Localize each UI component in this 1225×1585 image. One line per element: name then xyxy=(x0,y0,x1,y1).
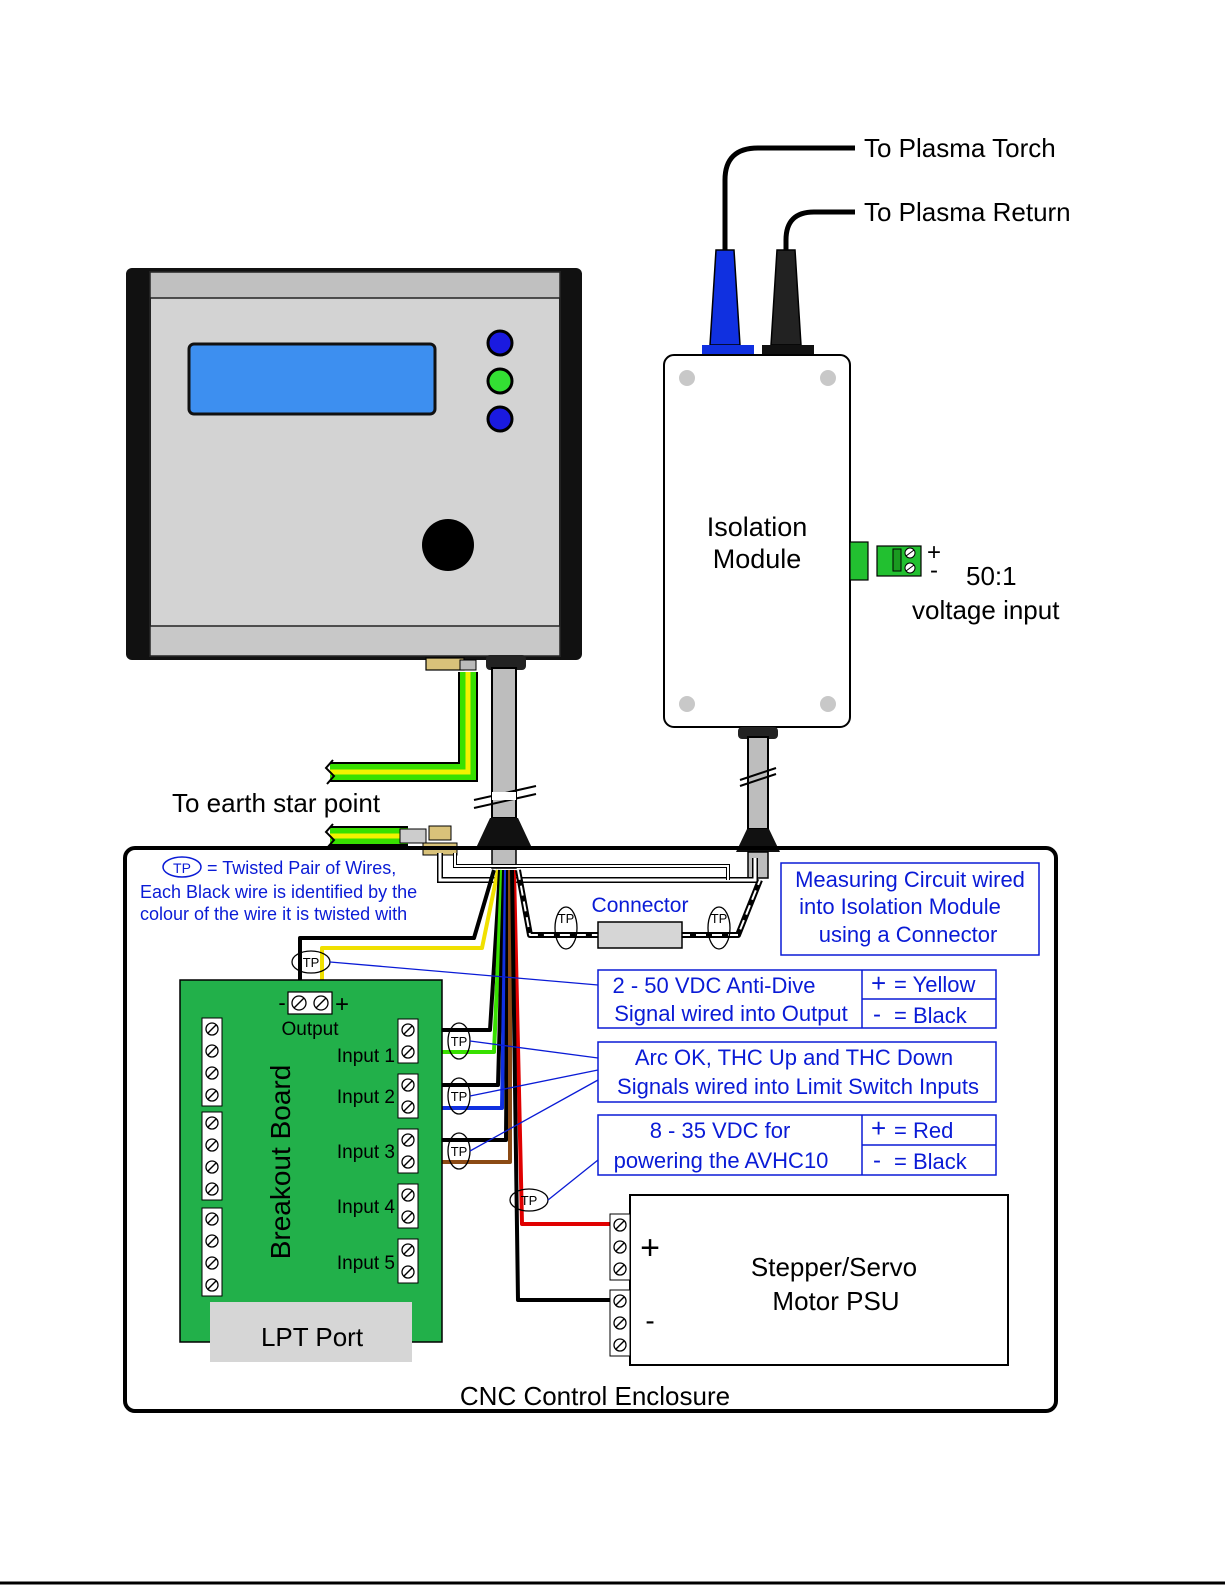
antidive-note: 2 - 50 VDC Anti-Dive Signal wired into O… xyxy=(597,968,997,1029)
psu-label-1: Stepper/Servo xyxy=(751,1252,917,1282)
blue-button-top[interactable] xyxy=(486,329,514,357)
input3-label: Input 3 xyxy=(337,1142,395,1163)
to-earth-star-point-label: To earth star point xyxy=(172,788,381,818)
tp-marker-input3: TP xyxy=(451,1144,468,1159)
measuring-line1: Measuring Circuit wired xyxy=(795,867,1025,892)
antidive-plus-text: = Yellow xyxy=(894,972,975,997)
voltage-input-minus: - xyxy=(930,557,938,584)
measuring-line3: using a Connector xyxy=(819,922,998,947)
tp-marker-power: TP xyxy=(521,1193,538,1208)
earth-cable-upper xyxy=(324,672,478,785)
input5-label: Input 5 xyxy=(337,1253,395,1274)
antidive-line2: Signal wired into Output xyxy=(614,1001,848,1026)
input2-label: Input 2 xyxy=(337,1087,395,1108)
voltage-input-plus: + xyxy=(927,539,941,566)
to-plasma-torch-label: To Plasma Torch xyxy=(864,133,1056,163)
breakout-board-label: Breakout Board xyxy=(265,1065,296,1260)
voltage-input-connector: + - xyxy=(849,539,941,584)
breakout-board: LPT Port Breakout Board - + Output xyxy=(179,979,443,1362)
power-note: 8 - 35 VDC for powering the AVHC10 + = R… xyxy=(597,1113,997,1176)
cnc-control-enclosure xyxy=(123,846,1058,1413)
arc-ok-note: Arc OK, THC Up and THC Down Signals wire… xyxy=(597,1041,997,1103)
psu-minus: - xyxy=(645,1305,654,1336)
blue-button-bottom[interactable] xyxy=(486,405,514,433)
tp-legend-line1: = Twisted Pair of Wires, xyxy=(207,858,396,878)
tp-marker-output: TP xyxy=(303,955,320,970)
tp-legend-line3: colour of the wire it is twisted with xyxy=(140,904,407,924)
output-minus: - xyxy=(278,990,285,1015)
isolation-module: Isolation Module xyxy=(663,354,851,728)
tp-marker-connector-left: TP xyxy=(558,911,575,926)
plasma-leads xyxy=(702,145,855,355)
power-plus-sign: + xyxy=(871,1113,886,1143)
isolation-module-label-2: Module xyxy=(713,544,802,574)
input1-label: Input 1 xyxy=(337,1046,395,1067)
voltage-ratio-label: 50:1 xyxy=(966,561,1017,591)
arc-line1: Arc OK, THC Up and THC Down xyxy=(635,1045,953,1070)
tp-legend-line2: Each Black wire is identified by the xyxy=(140,882,417,902)
power-line1: 8 - 35 VDC for xyxy=(650,1118,791,1143)
power-plus-text: = Red xyxy=(894,1118,953,1143)
connector-label: Connector xyxy=(592,894,689,917)
antidive-minus-text: = Black xyxy=(894,1003,968,1028)
signal-wires xyxy=(298,869,763,1302)
cnc-enclosure-label: CNC Control Enclosure xyxy=(460,1381,730,1411)
isolation-module-cable xyxy=(736,727,780,879)
green-button[interactable] xyxy=(486,367,514,395)
annotation-leaders xyxy=(329,961,599,1201)
motor-psu: + - Stepper/Servo Motor PSU xyxy=(609,1194,1009,1366)
psu-plus: + xyxy=(640,1229,660,1267)
tp-legend-symbol: TP xyxy=(173,860,191,876)
antidive-minus-sign: - xyxy=(873,1001,881,1028)
input4-label: Input 4 xyxy=(337,1197,396,1218)
earth-cable-lower xyxy=(324,823,458,856)
psu-label-2: Motor PSU xyxy=(772,1286,899,1316)
controller-unit xyxy=(126,268,582,660)
voltage-input-label: voltage input xyxy=(912,595,1060,625)
left-terminals xyxy=(201,1017,223,1297)
power-minus-text: = Black xyxy=(894,1149,968,1174)
antidive-line1: 2 - 50 VDC Anti-Dive xyxy=(613,973,816,998)
power-minus-sign: - xyxy=(873,1147,881,1174)
output-label: Output xyxy=(281,1019,339,1040)
tp-marker-connector-right: TP xyxy=(711,911,728,926)
controller-main-cable xyxy=(473,655,537,869)
lpt-port xyxy=(210,1302,412,1362)
arc-line2: Signals wired into Limit Switch Inputs xyxy=(617,1074,979,1099)
to-plasma-return-label: To Plasma Return xyxy=(864,197,1071,227)
tp-marker-input1: TP xyxy=(451,1034,468,1049)
measuring-circuit-note: Measuring Circuit wired into Isolation M… xyxy=(780,862,1040,956)
tp-legend: TP = Twisted Pair of Wires, Each Black w… xyxy=(140,856,417,924)
power-line2: powering the AVHC10 xyxy=(614,1148,829,1173)
control-knob[interactable] xyxy=(422,519,474,571)
tp-marker-input2: TP xyxy=(451,1089,468,1104)
input-terminals xyxy=(397,1018,419,1284)
measuring-line2: into Isolation Module xyxy=(799,894,1001,919)
lpt-port-label: LPT Port xyxy=(261,1322,364,1352)
antidive-plus-sign: + xyxy=(871,968,886,998)
controller-earth-stud xyxy=(425,657,477,671)
measuring-connector: Connector xyxy=(592,894,689,949)
output-plus: + xyxy=(335,991,349,1018)
isolation-module-label-1: Isolation xyxy=(707,512,808,542)
lcd-display xyxy=(187,342,437,416)
